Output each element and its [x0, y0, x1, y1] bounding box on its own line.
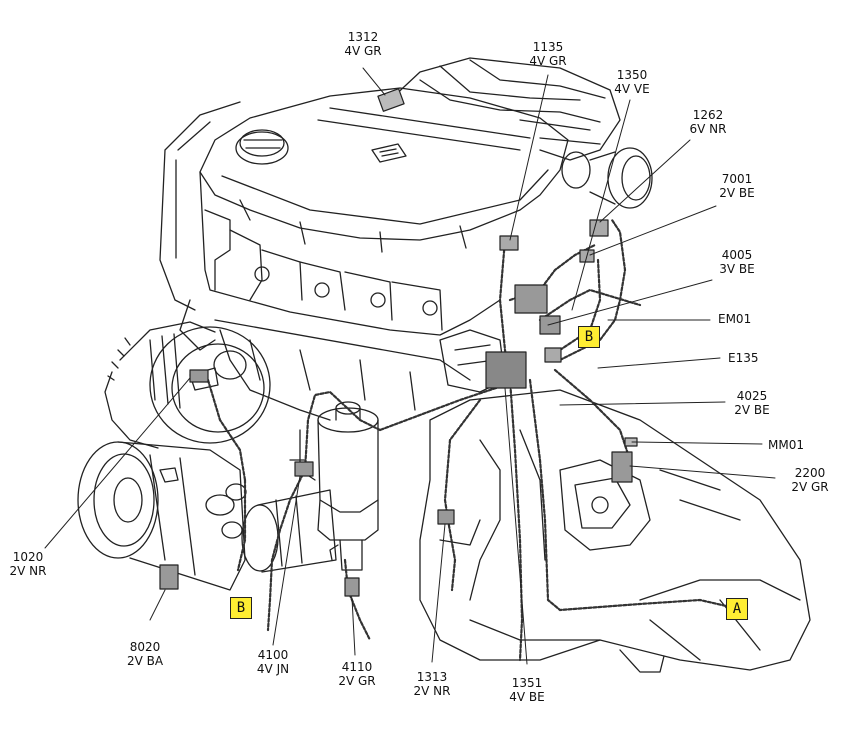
- connector-code: 4005: [721, 248, 753, 262]
- connector-spec: 2V GR: [338, 674, 376, 688]
- marker-b-lower: B: [230, 597, 252, 619]
- connector-code: 1020: [12, 550, 44, 564]
- connector-label-7001: 7001 2V BE: [719, 172, 754, 200]
- connector-label-1262: 1262 6V NR: [690, 108, 727, 136]
- ac-compressor: [77, 441, 247, 591]
- connector-label-1313: 1313 2V NR: [414, 670, 451, 698]
- connector-code: 7001: [721, 172, 753, 186]
- alternator: [104, 321, 271, 449]
- connector-spec: 6V NR: [689, 122, 727, 136]
- cylinder-head-cover: [199, 87, 569, 253]
- connector-code: E135: [728, 351, 759, 365]
- connector-spec: 4V VE: [614, 82, 650, 96]
- connector-code: 4100: [257, 648, 289, 662]
- connector-spec: 3V BE: [719, 262, 755, 276]
- connector-code: 1135: [532, 40, 564, 54]
- connector-label-1312: 1312 4V GR: [344, 30, 381, 58]
- connector-code: 1312: [347, 30, 379, 44]
- connector-label-4110: 4110 2V GR: [338, 660, 375, 688]
- marker-a: A: [726, 598, 748, 620]
- connector-label-MM01: MM01: [768, 438, 804, 452]
- leader-lines: [44, 67, 776, 665]
- engine-block: [159, 101, 501, 421]
- connector-code: 1313: [416, 670, 448, 684]
- connector-code: 2200: [794, 466, 826, 480]
- oil-filter-housing: [317, 401, 379, 571]
- connector-spec: 2V GR: [791, 480, 829, 494]
- connector-label-1350: 1350 4V VE: [614, 68, 649, 96]
- connector-code: EM01: [718, 312, 752, 326]
- connector-spec: 4V JN: [256, 662, 290, 676]
- connector-label-EM01: EM01: [718, 312, 751, 326]
- connector-code: MM01: [768, 438, 804, 452]
- connector-label-4100: 4100 4V JN: [257, 648, 289, 676]
- connector-spec: 4V BE: [509, 690, 545, 704]
- connector-code: 1351: [511, 676, 543, 690]
- connector-label-E135: E135: [728, 351, 759, 365]
- connector-spec: 2V NR: [9, 564, 47, 578]
- marker-b-upper: B: [578, 326, 600, 348]
- connector-code: 1262: [692, 108, 724, 122]
- connector-spec: 4V GR: [344, 44, 382, 58]
- connector-blocks: [159, 88, 638, 597]
- gearbox: [419, 389, 811, 673]
- connector-spec: 2V BA: [126, 654, 164, 668]
- connector-code: 8020: [129, 640, 161, 654]
- wiring-harness: [206, 218, 737, 662]
- connector-label-2200: 2200 2V GR: [791, 466, 828, 494]
- connector-label-1351: 1351 4V BE: [509, 676, 544, 704]
- connector-spec: 4V GR: [529, 54, 567, 68]
- connector-spec: 2V NR: [413, 684, 451, 698]
- connector-label-4025: 4025 2V BE: [734, 389, 769, 417]
- connector-spec: 2V BE: [719, 186, 755, 200]
- connector-label-4005: 4005 3V BE: [719, 248, 754, 276]
- connector-code: 4025: [736, 389, 768, 403]
- connector-label-1135: 1135 4V GR: [529, 40, 566, 68]
- connector-label-8020: 8020 2V BA: [127, 640, 163, 668]
- connector-spec: 2V BE: [734, 403, 770, 417]
- connector-code: 1350: [616, 68, 648, 82]
- connector-code: 4110: [341, 660, 373, 674]
- connector-label-1020: 1020 2V NR: [10, 550, 47, 578]
- intake-manifold: [389, 57, 653, 209]
